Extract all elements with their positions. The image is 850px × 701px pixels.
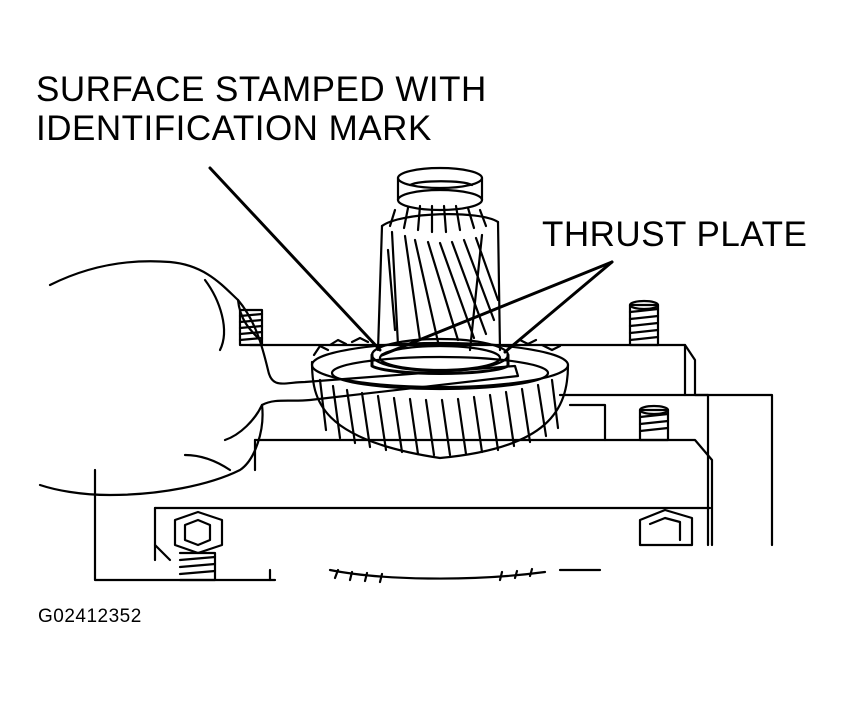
- leader-line-thrust-1: [380, 260, 614, 357]
- figure-id: G02412352: [38, 606, 142, 627]
- hand-with-feeler-gauge: [38, 260, 520, 497]
- leader-line-surface: [208, 166, 382, 352]
- thrust-plate-label: THRUST PLATE: [542, 215, 808, 254]
- support-block: [93, 343, 774, 582]
- lower-gear: [328, 567, 547, 584]
- stud-bolt-middle-right: [638, 404, 670, 442]
- nut-bottom-left: [173, 510, 224, 582]
- output-shaft: [376, 166, 502, 352]
- nut-bottom-right: [638, 508, 694, 547]
- stud-bolt-top-right: [628, 299, 660, 347]
- surface-label-line1: SURFACE STAMPED WITH: [36, 70, 487, 109]
- surface-stamped-label: SURFACE STAMPED WITH IDENTIFICATION MARK: [36, 70, 487, 148]
- helical-gear: [310, 336, 570, 460]
- leader-line-thrust-2: [503, 260, 614, 354]
- surface-label-line2: IDENTIFICATION MARK: [36, 109, 432, 148]
